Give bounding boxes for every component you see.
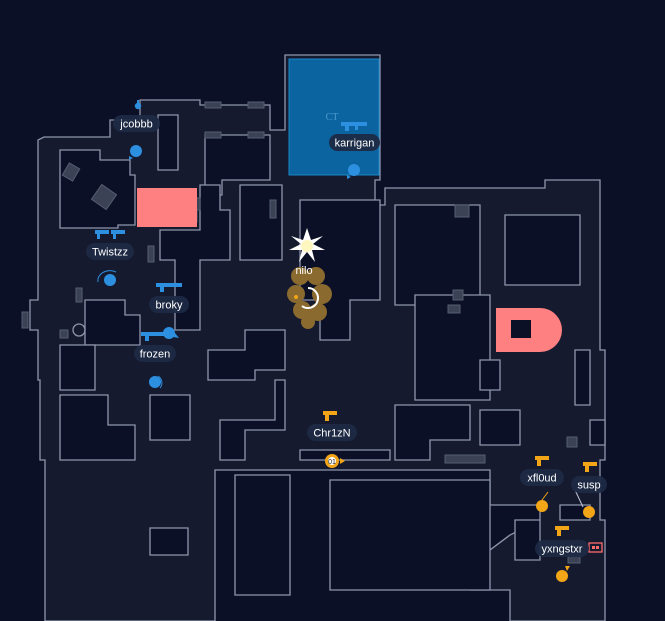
player-marker-susp — [574, 489, 595, 518]
player-marker-xfl0ud — [536, 491, 549, 512]
bomb-carrier-badge: 01 — [328, 459, 336, 466]
svg-text:nilo: nilo — [295, 265, 312, 277]
name-tag-karrigan: karrigan — [329, 134, 380, 151]
map-walls — [59, 114, 606, 596]
player-markers: 01 — [97, 145, 595, 582]
name-tag-broky: broky — [149, 296, 189, 313]
player-marker-frozen — [149, 375, 163, 389]
bomb-icon — [588, 542, 603, 553]
name-tag-chr1zn: Chr1zN — [307, 424, 357, 441]
svg-text:xfl0ud: xfl0ud — [527, 473, 556, 485]
svg-text:broky: broky — [156, 300, 183, 312]
rifle-icon — [341, 122, 367, 131]
svg-text:frozen: frozen — [140, 349, 171, 361]
map-round-pillar — [72, 323, 86, 337]
weapon-icons — [95, 100, 603, 553]
player-marker-broky — [163, 327, 179, 339]
svg-text:susp: susp — [577, 480, 600, 492]
name-tag-twistzz: Twistzz — [86, 243, 134, 260]
name-tag-jcobbb: jcobbb — [113, 115, 160, 132]
player-marker-karrigan — [347, 164, 360, 179]
svg-text:karrigan: karrigan — [335, 138, 375, 150]
flashbang-burst-icon — [289, 228, 325, 262]
bombsite-b — [137, 188, 197, 227]
bombsite-a — [496, 308, 562, 352]
player-marker-jcobbb — [129, 145, 142, 160]
player-name-tags: jcobbb karrigan Twistzz broky frozen Chr… — [86, 115, 607, 557]
pistol-icon — [323, 411, 337, 421]
timer-ring-icon — [294, 287, 319, 309]
name-tag-xfl0ud: xfl0ud — [520, 469, 564, 486]
name-tag-partial: nilo — [295, 265, 312, 277]
pistol-icon — [555, 526, 569, 536]
svg-text:jcobbb: jcobbb — [119, 119, 152, 131]
player-marker-yxngstxr — [556, 566, 570, 582]
svg-text:Twistzz: Twistzz — [92, 247, 128, 259]
rifle-icon — [141, 332, 167, 341]
player-marker-chr1zn: 01 — [325, 454, 345, 468]
pistol-icon — [535, 456, 549, 466]
ct-spawn-zone: CT — [288, 58, 380, 176]
player-marker-twistzz — [97, 270, 117, 286]
pistol-icon — [583, 462, 597, 472]
svg-text:Chr1zN: Chr1zN — [313, 428, 350, 440]
svg-text:yxngstxr: yxngstxr — [542, 544, 583, 556]
name-tag-frozen: frozen — [134, 345, 176, 362]
grenade-icon — [134, 100, 142, 110]
name-tag-yxngstxr: yxngstxr — [535, 540, 589, 557]
name-tag-susp: susp — [571, 476, 607, 493]
rifle-icon — [156, 283, 182, 292]
rifle-icon — [95, 230, 125, 239]
ct-spawn-label: CT — [326, 112, 339, 123]
